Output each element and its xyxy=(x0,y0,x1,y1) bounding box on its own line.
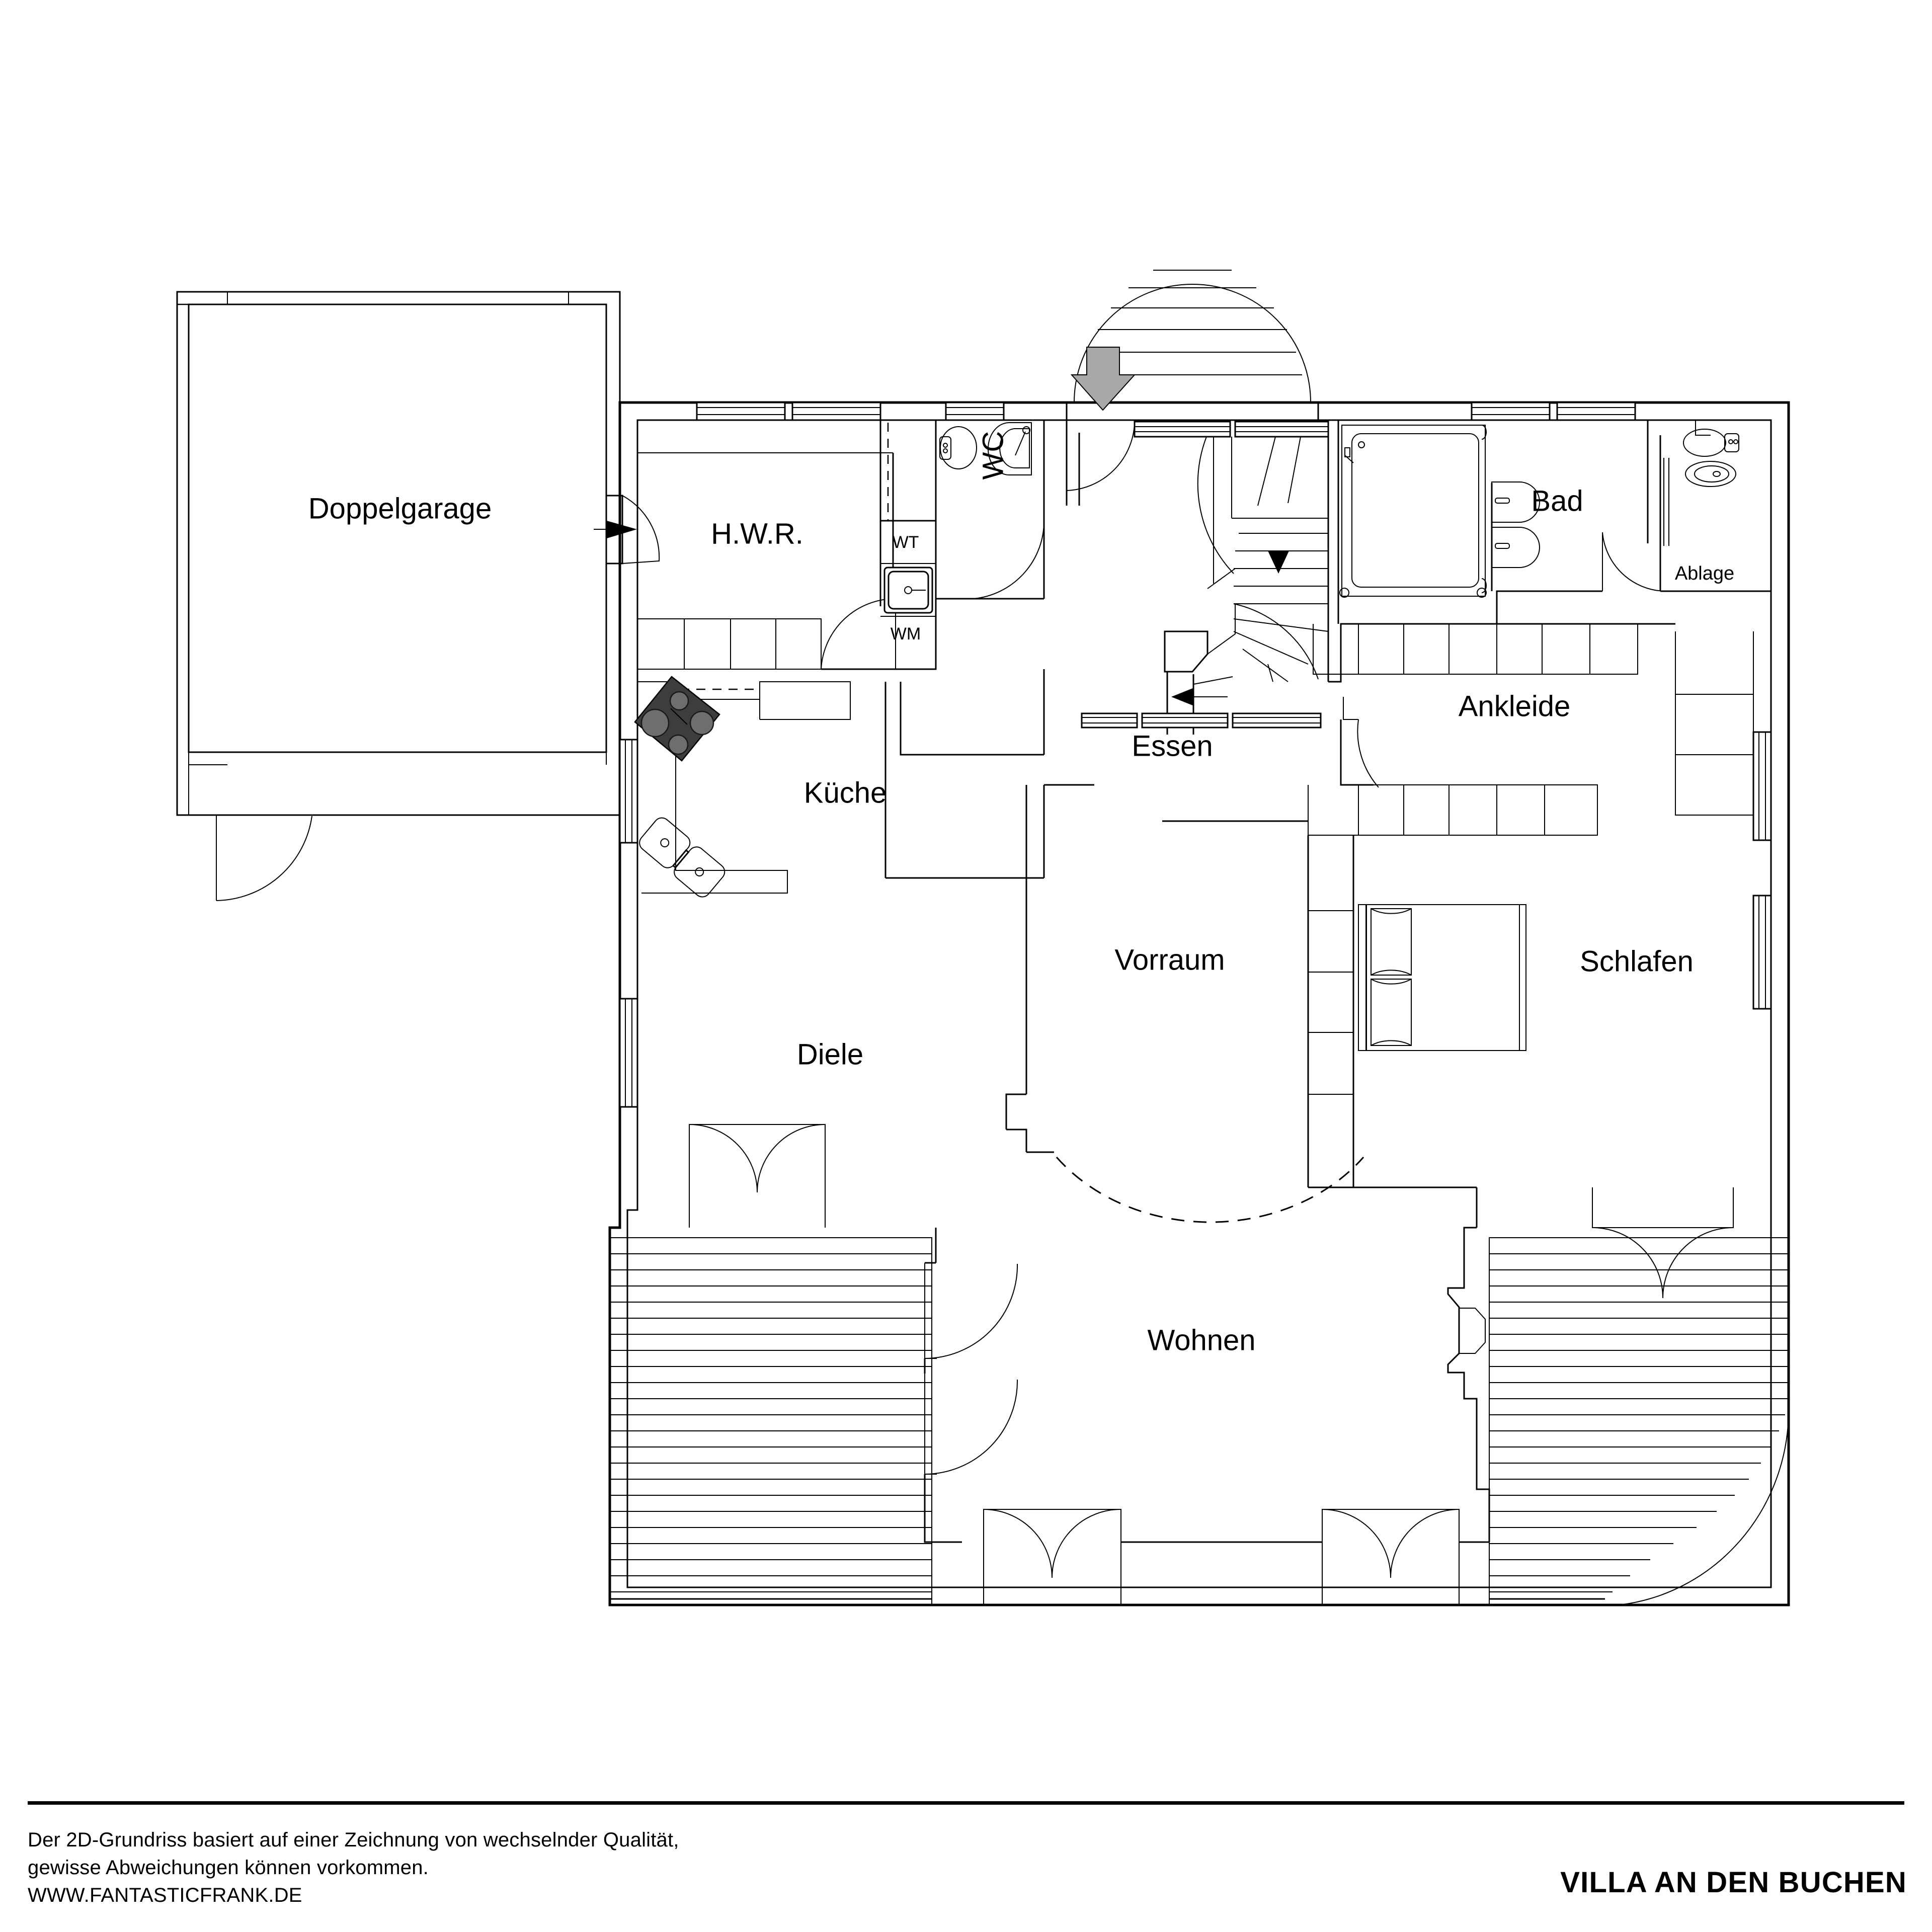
disclaimer-line-1: Der 2D-Grundriss basiert auf einer Zeich… xyxy=(28,1829,679,1851)
toilet-icon xyxy=(1683,429,1739,457)
schlafen-room xyxy=(1307,835,1734,1299)
window xyxy=(1471,401,1551,421)
window xyxy=(791,401,881,421)
wc-room xyxy=(935,420,1045,669)
window xyxy=(619,998,638,1108)
stair-down-arrow-icon xyxy=(1268,551,1289,574)
garage-block xyxy=(176,291,660,901)
window xyxy=(619,739,638,844)
house-outline xyxy=(608,401,1790,1606)
windows-top-wall xyxy=(696,401,1711,436)
window xyxy=(696,401,786,421)
bad-room xyxy=(1337,420,1664,624)
kuche-room xyxy=(634,669,1045,898)
window xyxy=(1556,401,1636,421)
room-label-ablage: Ablage xyxy=(1675,563,1734,584)
room-label-diele: Essen xyxy=(1132,730,1213,762)
wohnen-room xyxy=(924,1187,1490,1605)
washbasin-icon xyxy=(988,422,1032,475)
project-title: VILLA AN DEN BUCHEN xyxy=(1560,1866,1907,1899)
washbasin-icon xyxy=(1491,481,1540,591)
window xyxy=(945,401,1005,421)
appliance-label-wt: WT xyxy=(893,533,919,552)
room-label-essen: Diele xyxy=(797,1038,863,1071)
appliance-label-wm: WM xyxy=(891,624,921,643)
ablage-room xyxy=(1659,429,1771,592)
staircase xyxy=(1081,436,1329,735)
entrance-canopy xyxy=(1066,270,1319,421)
website-url[interactable]: WWW.FANTASTICFRANK.DE xyxy=(28,1884,302,1907)
windows-right-wall xyxy=(1752,731,1772,1010)
terrace-left xyxy=(609,1237,932,1605)
ankleide-room xyxy=(1162,623,1754,836)
room-label-schlafen: Schlafen xyxy=(1580,945,1694,978)
footer: Der 2D-Grundriss basiert auf einer Zeich… xyxy=(0,1791,1932,1932)
toilet-icon xyxy=(939,426,977,469)
room-label-doppelgarage: Doppelgarage xyxy=(308,492,492,525)
windows-left-wall xyxy=(619,739,638,1108)
shower-tray-icon xyxy=(1339,425,1487,598)
diele-area xyxy=(1066,420,1329,506)
double-sink-icon xyxy=(639,817,726,898)
floorplan-canvas: Doppelgarage xyxy=(176,270,1790,1606)
cooktop-icon xyxy=(634,676,720,762)
room-label-vorraum: Vorraum xyxy=(1114,943,1225,976)
bidet-icon xyxy=(1685,461,1736,487)
room-label-ankleide: Ankleide xyxy=(1459,690,1570,722)
entry-arrow-icon xyxy=(1070,347,1136,411)
fireplace-icon xyxy=(1459,1308,1486,1354)
room-label-wohnen: Wohnen xyxy=(1148,1324,1256,1356)
footer-divider xyxy=(28,1801,1904,1805)
window xyxy=(1752,731,1772,841)
terrace-right xyxy=(1489,1237,1790,1605)
window xyxy=(1752,895,1772,1010)
stair-left-arrow-icon xyxy=(1171,688,1194,706)
room-label-wc: WC xyxy=(977,431,1009,480)
disclaimer-line-2: gewisse Abweichungen können vorkommen. xyxy=(28,1857,429,1879)
essen-room xyxy=(689,878,1027,1228)
room-label-hwr: H.W.R. xyxy=(711,517,803,550)
room-label-bad: Bad xyxy=(1531,485,1583,517)
vorraum-room xyxy=(1005,784,1364,1223)
footer-disclaimer: Der 2D-Grundriss basiert auf einer Zeich… xyxy=(28,1826,679,1910)
floorplan-drawing: Doppelgarage xyxy=(176,270,1790,1606)
double-bed-icon xyxy=(1358,904,1526,1051)
room-label-kueche: Küche xyxy=(804,776,887,809)
